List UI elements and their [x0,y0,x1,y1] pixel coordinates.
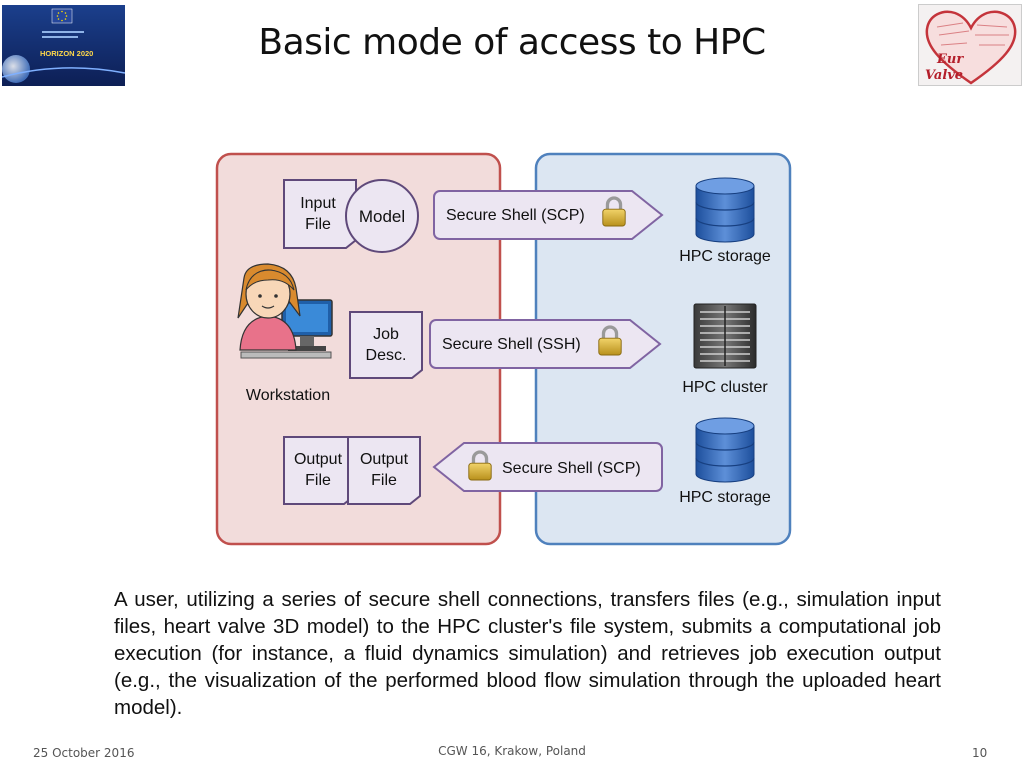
hpc-storage-bottom-label: HPC storage [679,489,771,506]
ssh-submit-arrow: Secure Shell (SSH) [429,319,662,369]
job-desc-line2: Desc. [366,347,407,364]
scp-upload-label: Secure Shell (SCP) [446,207,585,224]
horizon-2020-logo: HORIZON 2020 [2,5,125,86]
output-file-b-line1: Output [360,451,409,468]
server-rack-icon [693,303,757,369]
horizon-logo-text: HORIZON 2020 [40,49,93,58]
scp-download-arrow: Secure Shell (SCP) [432,442,663,492]
input-file-line1: Input [300,195,336,212]
workstation-user-icon [237,263,333,359]
slide-title: Basic mode of access to HPC [258,22,766,63]
eurvalve-line2: Valve [925,68,963,83]
output-file-b-line2: File [371,472,397,489]
database-icon [695,177,755,243]
footer-date: 25 October 2016 [33,746,135,760]
scp-upload-arrow: Secure Shell (SCP) [433,190,664,240]
eurvalve-logo: Eur Valve [918,4,1022,86]
scp-download-label: Secure Shell (SCP) [502,460,641,477]
ssh-submit-label: Secure Shell (SSH) [442,336,581,353]
output-file-document: Output File [347,436,421,505]
output-file-a-line1: Output [294,451,343,468]
eurvalve-line1: Eur [936,52,964,67]
input-file-document: Input File [283,179,357,249]
model-label: Model [359,207,405,226]
description-paragraph: A user, utilizing a series of secure she… [114,588,941,719]
hpc-cluster-label: HPC cluster [682,379,768,396]
output-file-document: Output File [283,436,355,505]
job-desc-line1: Job [373,326,399,343]
footer-event: CGW 16, Krakow, Poland [438,744,586,758]
workstation-label: Workstation [246,387,330,404]
model-node: Model [345,179,419,253]
input-file-line2: File [305,216,331,233]
database-icon [695,417,755,483]
hpc-storage-top-label: HPC storage [679,248,771,265]
job-description-document: Job Desc. [349,311,423,379]
page-number: 10 [972,746,988,760]
output-file-a-line2: File [305,472,331,489]
